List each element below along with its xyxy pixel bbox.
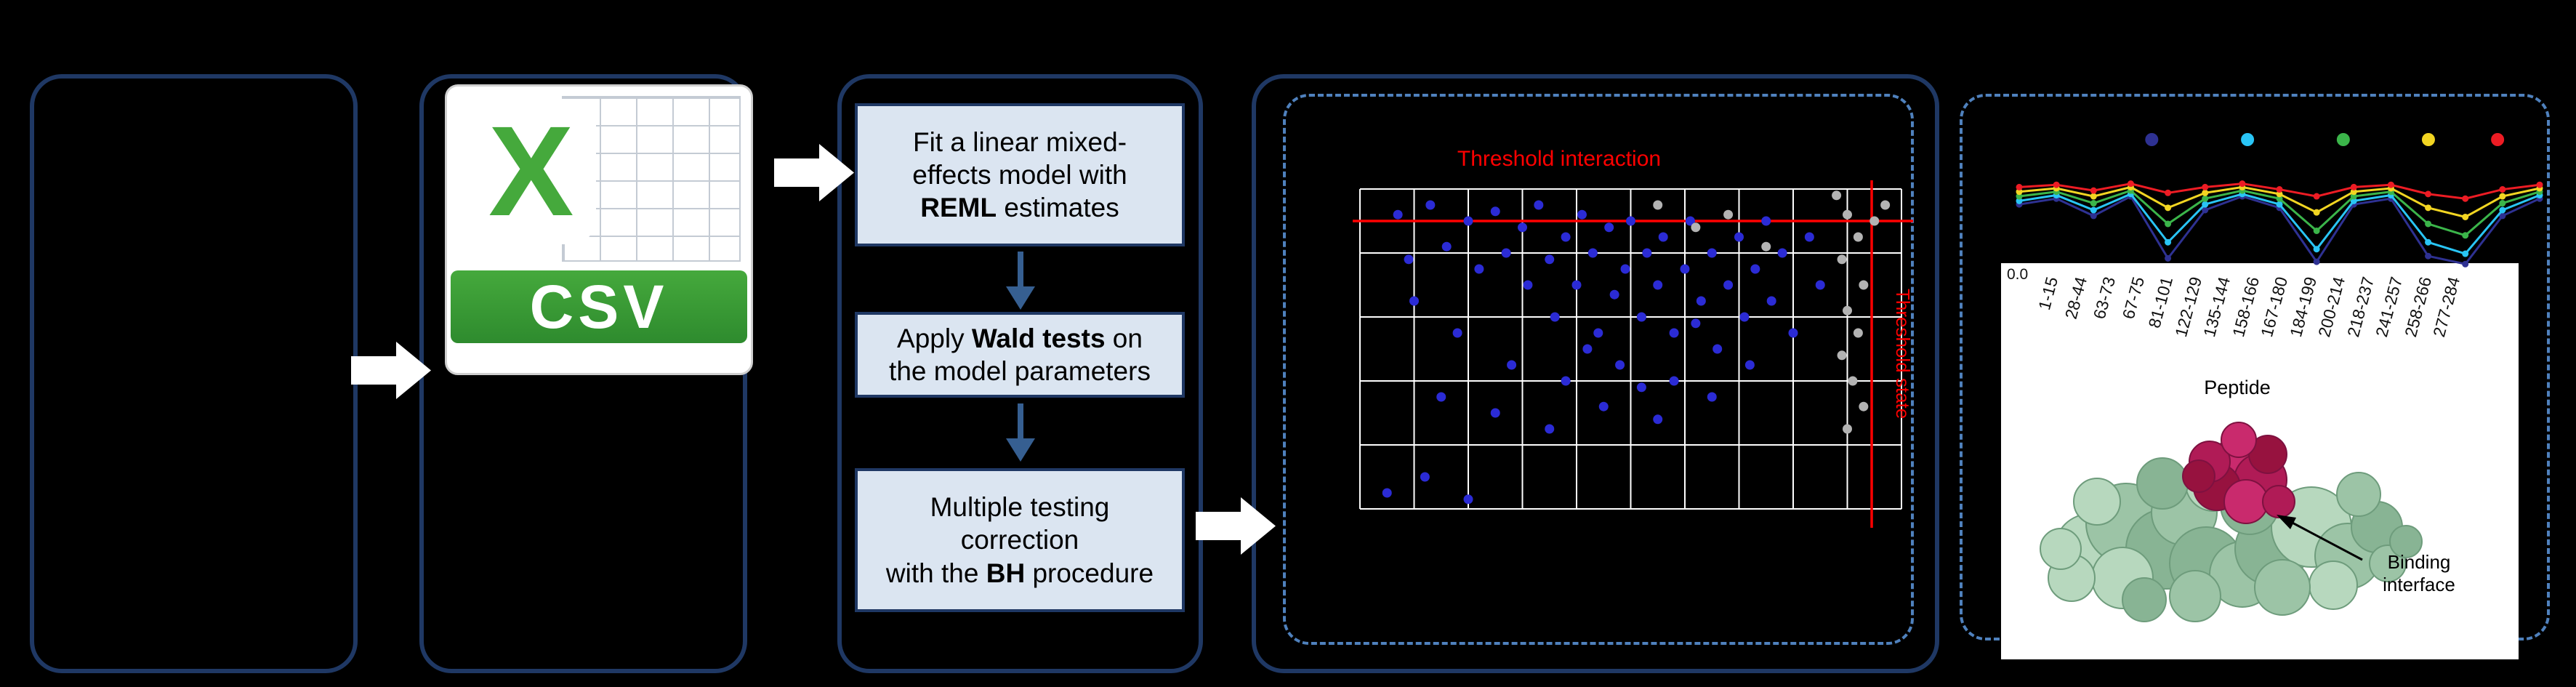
panel-input: [30, 74, 358, 673]
peptide-tick-label: 67-75: [2118, 275, 2148, 321]
csv-label: CSV: [529, 272, 669, 341]
csv-file-icon: X CSV: [445, 84, 753, 375]
right-arrow-shape: [774, 144, 854, 201]
peptide-tick-label: 28-44: [2061, 275, 2090, 321]
down-arrow-icon: [999, 403, 1042, 467]
peptide-axis-label: Peptide: [2204, 377, 2271, 398]
protein-structure: [2040, 422, 2423, 622]
uptake-chart: [2013, 124, 2545, 270]
right-arrow-shape: [1196, 497, 1276, 555]
protein-surface-green: [2040, 455, 2423, 622]
uptake-series: [2016, 187, 2543, 239]
threshold-state-label: Threshold state: [1892, 289, 1914, 419]
y-axis-tick: 0.0: [2007, 266, 2029, 283]
panel-statistics: [837, 74, 1203, 673]
volcano-plot: Threshold interaction Threshold state: [1348, 140, 1930, 547]
csv-band: CSV: [451, 270, 747, 343]
right-arrow-icon: [774, 138, 856, 207]
timepoint-legend-dots: [2145, 133, 2505, 146]
uptake-canvas: [2016, 133, 2543, 268]
right-arrow-icon: [351, 336, 432, 405]
right-arrow-shape: [351, 342, 431, 399]
binding-interface-label: Binding interface: [2383, 551, 2455, 596]
dashed-box-volcano: [1283, 94, 1914, 645]
right-arrow-icon: [1196, 491, 1277, 561]
threshold-interaction-label: Threshold interaction: [1457, 147, 1662, 171]
excel-x-letter: X: [488, 100, 574, 243]
binding-interface-magenta: [2182, 422, 2295, 524]
excel-x-halo: [456, 99, 596, 244]
peptide-tick-label: 63-73: [2089, 275, 2120, 321]
panel-results: [1252, 74, 1939, 673]
scatter-points-nonsignificant: [1653, 190, 1891, 434]
down-arrow-icon: [999, 252, 1042, 315]
scatter-canvas: [1353, 180, 1913, 528]
peptide-tick-label: 1-15: [2034, 275, 2062, 313]
grid-lines: [1359, 188, 1902, 510]
annotation-arrow-icon: [2277, 515, 2363, 561]
threshold-lines: [1353, 180, 1913, 528]
uptake-series: [2016, 180, 2543, 202]
scatter-points-significant: [1382, 200, 1825, 505]
peptide-tick-label: 81-101: [2144, 275, 2177, 330]
